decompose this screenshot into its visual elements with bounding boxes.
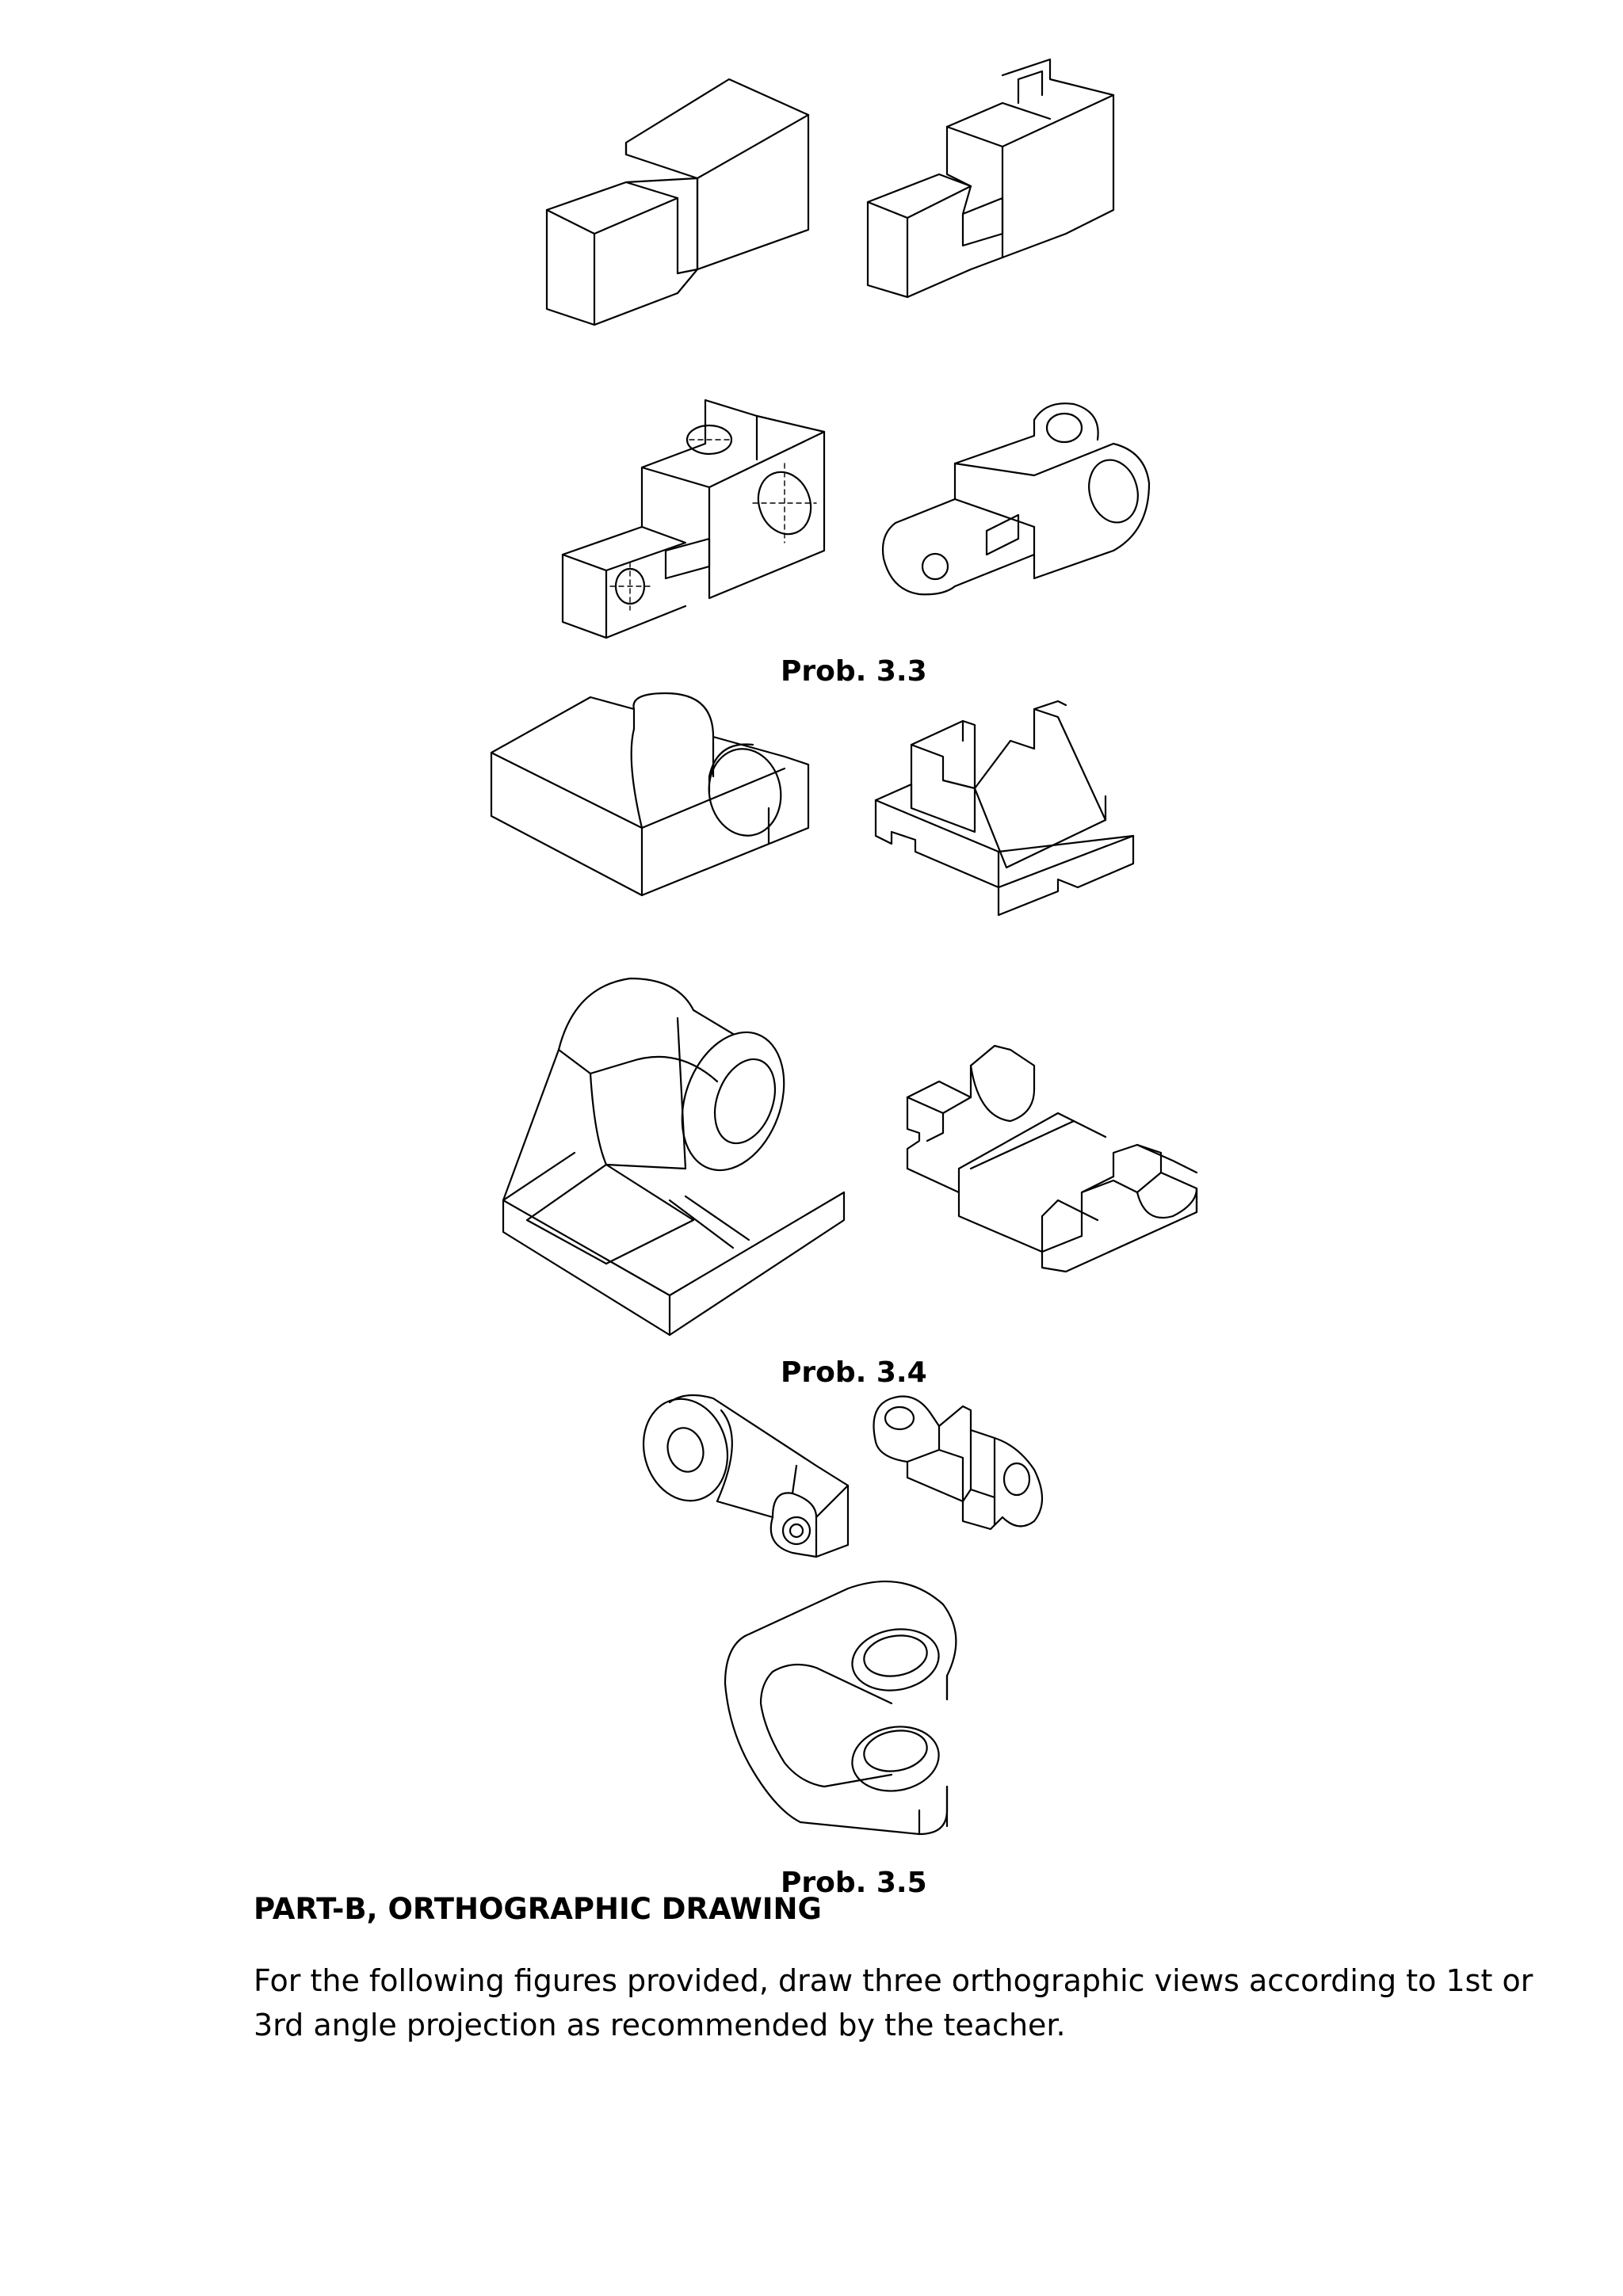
figure-pin-block xyxy=(561,399,826,639)
caption-prob-3-4: Prob. 3.4 xyxy=(781,1356,927,1389)
figure-v-block xyxy=(874,700,1135,917)
figure-boss-bracket xyxy=(490,692,810,897)
figure-stepped-block xyxy=(545,78,810,326)
figure-tablet-link xyxy=(724,1581,957,1836)
figure-saddle-block xyxy=(906,1044,1198,1273)
figure-slotted-block xyxy=(866,58,1115,299)
caption-prob-3-5: Prob. 3.5 xyxy=(781,1867,927,1899)
caption-prob-3-3: Prob. 3.3 xyxy=(781,655,927,688)
figure-clevis-link xyxy=(881,402,1151,596)
figure-clevis-bracket xyxy=(873,1395,1043,1531)
section-heading: PART-B, ORTHOGRAPHIC DRAWING xyxy=(254,1892,822,1926)
figure-bearing-support xyxy=(502,977,846,1337)
figure-offset-link xyxy=(642,1394,850,1558)
instructions-paragraph: For the following figures provided, draw… xyxy=(254,1963,1533,2042)
